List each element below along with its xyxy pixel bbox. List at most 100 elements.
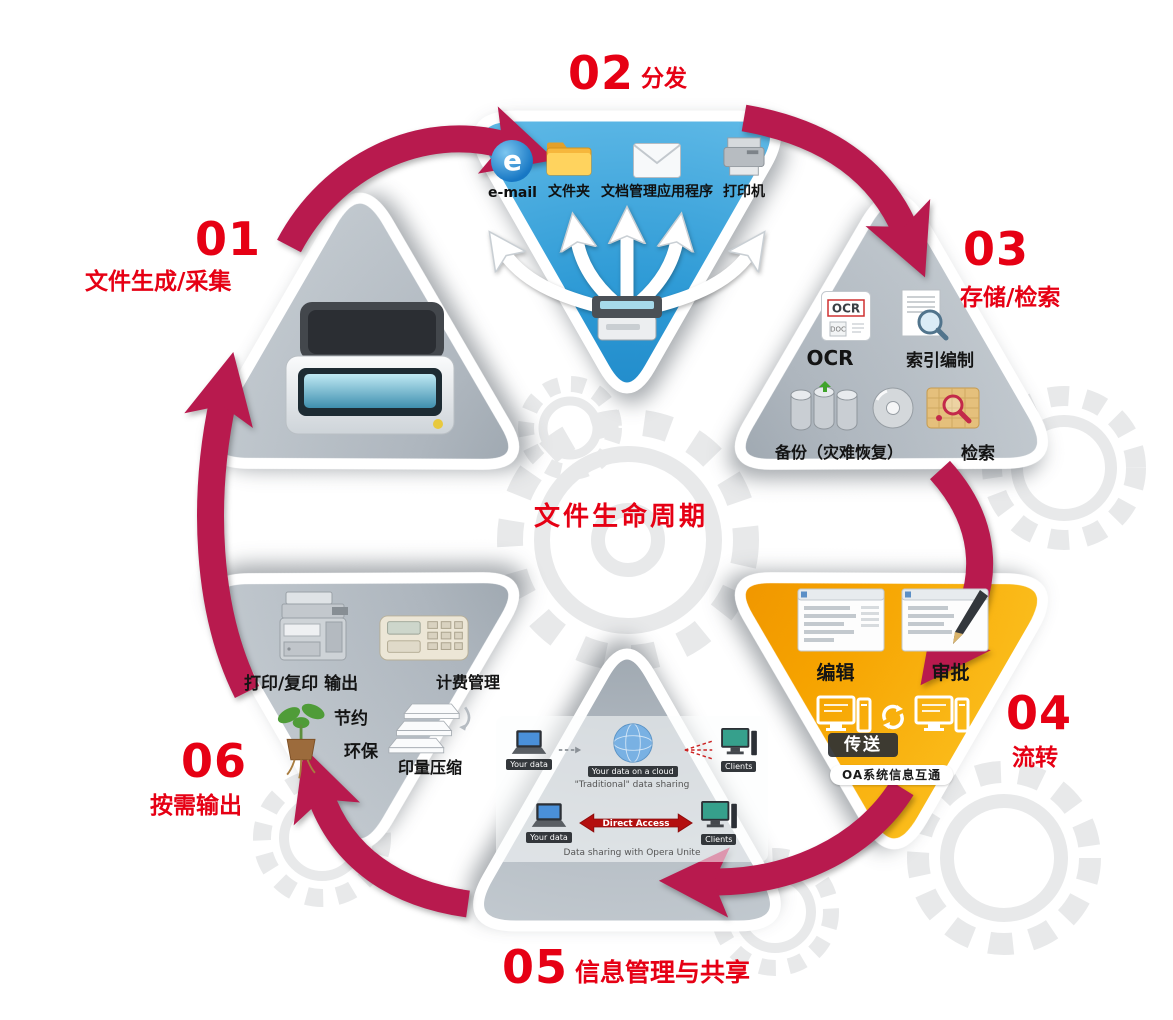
printer-label: 打印机 xyxy=(722,184,765,200)
your-data-label: Your data xyxy=(526,832,572,843)
gear-icon xyxy=(497,409,759,671)
your-data-label: Your data xyxy=(506,759,552,770)
printer-icon xyxy=(723,137,765,176)
stage-04-label: 流转 xyxy=(1012,745,1058,771)
clients-label: Clients xyxy=(721,761,757,772)
eco-labels: 节约 环保 xyxy=(334,704,378,786)
red-dashes-icon xyxy=(684,740,713,759)
backup-database-icon xyxy=(790,381,858,431)
stage-03-label: 存储/检索 xyxy=(960,285,1061,311)
eco-label-2: 环保 xyxy=(344,742,378,762)
doc-app-label: 文档管理应用程序 xyxy=(600,184,713,200)
flow-content: 编辑 审批 xyxy=(778,588,1008,739)
distribution-content: e e-mail 文件夹 文档管理应用程序 xyxy=(477,136,777,201)
cd-icon xyxy=(872,387,914,429)
client-monitor-icon xyxy=(700,800,737,829)
eco-label-1: 节约 xyxy=(334,709,368,729)
folder-icon xyxy=(546,142,592,176)
browser-e-icon: e xyxy=(491,140,534,182)
arrow-06-to-01 xyxy=(184,351,260,699)
your-data-item: Your data xyxy=(526,802,572,843)
email-item: e e-mail xyxy=(488,140,537,201)
sharing-content: Your data Your data on a cloud xyxy=(496,716,768,862)
stage-02-header: 02 分发 xyxy=(568,50,687,96)
email-label: e-mail xyxy=(488,185,537,201)
copier-icon xyxy=(279,591,348,661)
doc-icon-text: DOC xyxy=(830,326,846,334)
search-label: 检索 xyxy=(961,444,995,464)
cycle-arrows xyxy=(184,104,994,918)
print-output-label: 打印/复印 输出 xyxy=(244,674,359,694)
dashed-arrow-icon xyxy=(558,746,582,753)
clients-item: Clients xyxy=(720,727,758,772)
ocr-label: OCR xyxy=(806,346,854,370)
clients-label: Clients xyxy=(701,834,737,845)
scanner-illustration xyxy=(285,302,455,435)
stage-02-label: 分发 xyxy=(641,65,688,92)
direct-access-arrow: Direct Access xyxy=(578,812,693,833)
gear-icon xyxy=(518,376,622,480)
printer-item: 打印机 xyxy=(722,136,766,201)
oa-pill-wrap: OA系统信息互通 xyxy=(830,764,954,785)
stage-02-number: 02 xyxy=(568,46,635,100)
center-title: 文件生命周期 xyxy=(534,502,709,532)
stage-01-number: 01 xyxy=(195,212,262,266)
pen-icon xyxy=(953,590,988,644)
gear-icon xyxy=(907,761,1101,955)
backup-label: 备份（灾难恢复） xyxy=(775,443,904,462)
stage-06-number: 06 xyxy=(181,734,248,788)
compress-label: 印量压缩 xyxy=(397,758,462,777)
edit-label: 编辑 xyxy=(816,662,855,684)
ocr-icon: OCR DOC xyxy=(821,291,871,341)
stage-01-label: 文件生成/采集 xyxy=(85,269,232,295)
transfer-badge-wrap: 传送 xyxy=(828,730,898,757)
transfer-badge: 传送 xyxy=(828,733,898,757)
arrow-05-to-06 xyxy=(293,747,470,918)
stage-04-number: 04 xyxy=(1006,686,1073,740)
arrow-01-to-02 xyxy=(277,106,556,253)
sync-icon xyxy=(882,704,904,730)
ocr-icon-text: OCR xyxy=(832,302,860,316)
client-monitor-icon xyxy=(720,727,757,756)
index-search-icon xyxy=(901,289,949,341)
edit-document-icon xyxy=(797,588,885,652)
laptop-icon xyxy=(531,803,567,827)
stage-05-header: 05 信息管理与共享 xyxy=(502,944,750,990)
doc-app-item: 文档管理应用程序 xyxy=(601,143,713,201)
workstation-icon xyxy=(914,695,970,733)
browser-e-glyph: e xyxy=(502,144,522,177)
billing-label: 计费管理 xyxy=(435,673,500,692)
output-content: 打印/复印 输出 计费管理 节约 环保 xyxy=(240,590,504,786)
compress-group: 印量压缩 xyxy=(388,702,472,786)
globe-icon xyxy=(613,723,653,763)
oa-info-pill: OA系统信息互通 xyxy=(830,765,954,785)
clients-item: Clients xyxy=(700,800,738,845)
arrow-02-to-03 xyxy=(741,104,931,278)
direct-access-label: Direct Access xyxy=(602,818,669,828)
arrow-04-to-05 xyxy=(658,780,914,918)
laptop-icon xyxy=(511,730,547,754)
stage-06-label: 按需输出 xyxy=(150,793,242,819)
cloud-item: Your data on a cloud xyxy=(587,722,678,777)
folder-label: 文件夹 xyxy=(547,184,590,200)
cloud-label: Your data on a cloud xyxy=(587,766,678,777)
approve-label: 审批 xyxy=(931,662,970,684)
folder-item: 文件夹 xyxy=(546,140,592,201)
envelope-icon xyxy=(632,143,681,178)
stage-05-number: 05 xyxy=(502,940,569,994)
traditional-caption: "Traditional" data sharing xyxy=(574,780,690,790)
workstation-icon xyxy=(816,695,872,733)
billing-meter-icon xyxy=(379,615,469,661)
scanner-small-icon xyxy=(592,296,662,341)
eco-plant-icon xyxy=(277,703,325,779)
storage-content: OCR DOC OCR 索引编制 xyxy=(775,288,995,464)
opera-caption: Data sharing with Opera Unite xyxy=(563,848,701,858)
print-volume-icon xyxy=(388,703,471,754)
search-map-icon xyxy=(926,387,980,429)
index-label: 索引编制 xyxy=(906,351,974,371)
approve-document-icon xyxy=(901,588,989,652)
your-data-item: Your data xyxy=(506,729,552,770)
stage-05-label: 信息管理与共享 xyxy=(575,957,751,987)
